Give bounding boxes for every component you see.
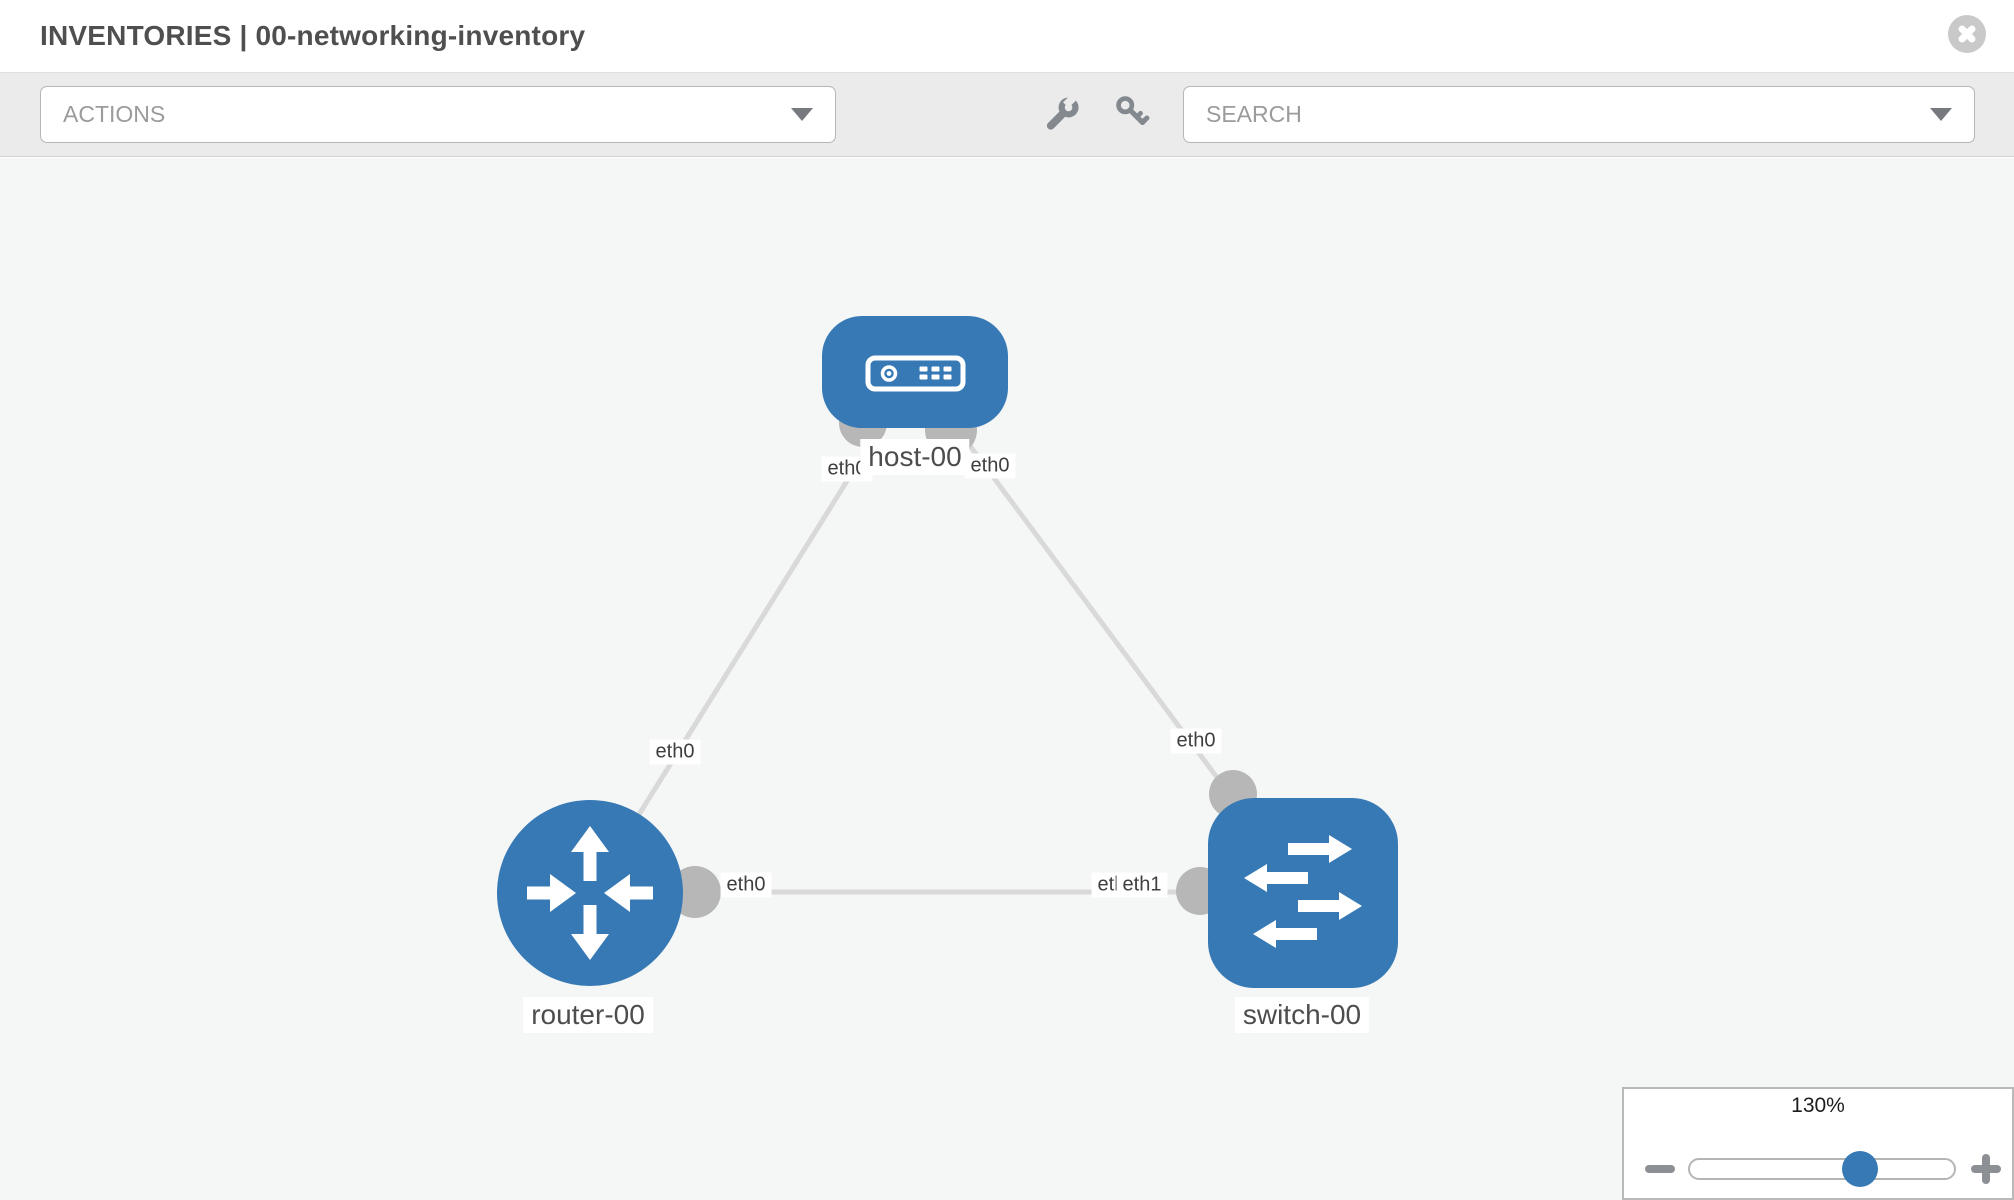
- interface-label: eth0: [720, 872, 772, 898]
- close-icon: [1948, 15, 1986, 53]
- interface-label: eth0: [964, 453, 1016, 479]
- actions-dropdown-placeholder: ACTIONS: [63, 101, 166, 127]
- node-router-00[interactable]: [497, 800, 683, 986]
- host-icon: [865, 355, 966, 392]
- switch-icon: [1244, 835, 1362, 948]
- caret-down-icon: [1930, 108, 1952, 121]
- zoom-level: 130%: [1791, 1094, 1845, 1117]
- wrench-icon: [1046, 91, 1080, 130]
- page-title: INVENTORIES | 00-networking-inventory: [40, 20, 586, 51]
- router-icon: [527, 826, 653, 960]
- interface-ports: [669, 399, 1257, 918]
- key-icon: [1116, 96, 1150, 125]
- zoom-slider-row: [1624, 1118, 2012, 1188]
- node-label-router: router-00: [523, 997, 653, 1033]
- node-switch-00[interactable]: [1208, 798, 1398, 988]
- node-host-00[interactable]: [822, 316, 1008, 428]
- zoom-slider-track[interactable]: [1688, 1151, 1956, 1187]
- zoom-slider-thumb[interactable]: [1842, 1151, 1878, 1187]
- interface-label: eth1: [1116, 872, 1168, 898]
- search-dropdown[interactable]: SEARCH: [1183, 86, 1975, 143]
- plus-icon-vertical: [1982, 1154, 1990, 1184]
- node-label-host: host-00: [860, 439, 970, 475]
- zoom-out-button[interactable]: [1640, 1149, 1680, 1189]
- window-header: INVENTORIES | 00-networking-inventory: [0, 0, 2014, 72]
- zoom-panel: 130%: [1622, 1087, 2014, 1200]
- zoom-in-button[interactable]: [1966, 1149, 2006, 1189]
- toolbar: ACTIONS SEARCH: [0, 72, 2014, 157]
- interface-label: eth0: [1170, 728, 1222, 754]
- minus-icon: [1645, 1165, 1675, 1173]
- node-label-switch: switch-00: [1234, 997, 1370, 1033]
- caret-down-icon: [791, 108, 813, 121]
- topology-canvas[interactable]: eth0 eth0 eth0 eth0 eth0 eth0 eth1 host-…: [0, 158, 2014, 1200]
- actions-dropdown[interactable]: ACTIONS: [40, 86, 836, 143]
- search-dropdown-placeholder: SEARCH: [1206, 101, 1302, 127]
- credentials-button[interactable]: [1111, 93, 1155, 137]
- configure-button[interactable]: [1041, 91, 1085, 137]
- interface-label: eth0: [649, 739, 701, 765]
- close-button[interactable]: [1948, 15, 1986, 53]
